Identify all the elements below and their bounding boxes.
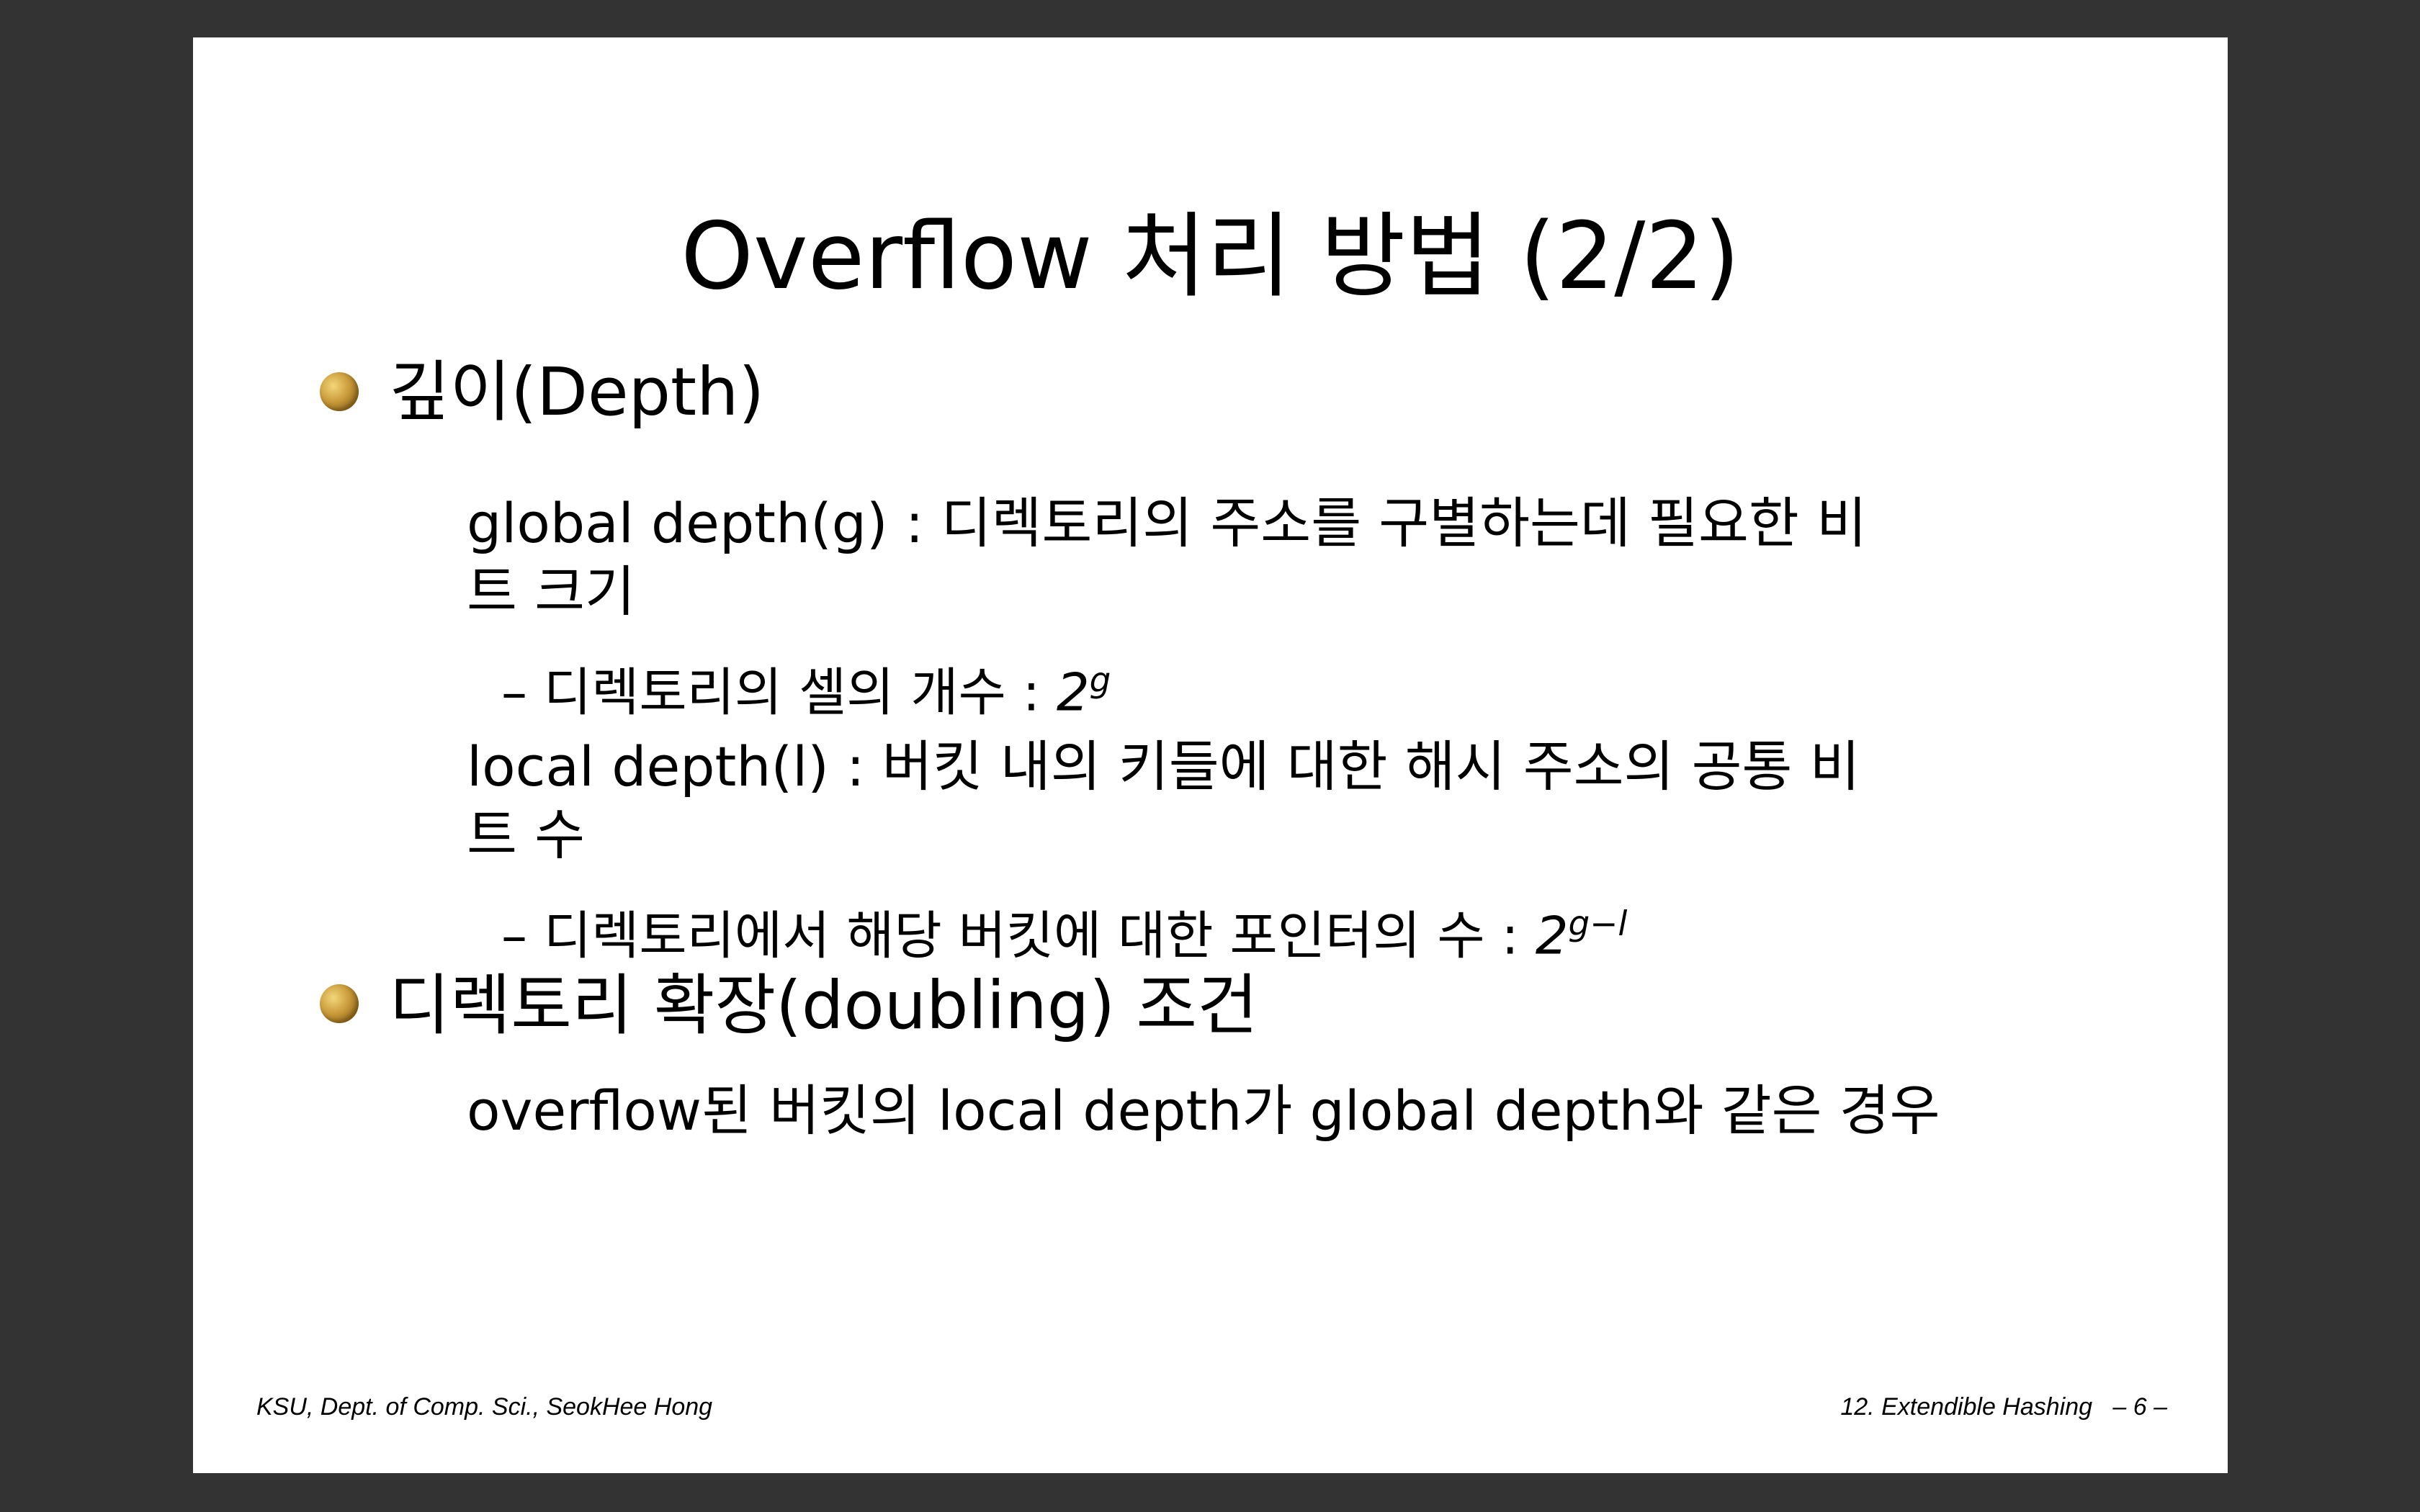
gold-sphere-bullet-icon (320, 984, 359, 1023)
math-exponent: g (1089, 662, 1111, 701)
math-base: 2 (1056, 662, 1090, 723)
global-depth-subitem: – 디렉토리의 셀의 개수 : 2g (501, 648, 1111, 726)
local-depth-line1: local depth(l) : 버킷 내의 키들에 대한 해시 주소의 공통 … (467, 734, 1860, 798)
slide: Overflow 처리 방법 (2/2) 깊이(Depth) global de… (193, 37, 2228, 1473)
slide-title: Overflow 처리 방법 (2/2) (681, 203, 1740, 310)
math-base: 2 (1535, 905, 1569, 966)
subitem-text: – 디렉토리에서 해당 버킷에 대한 포인터의 수 : (501, 905, 1536, 966)
bullet-heading-doubling: 디렉토리 확장(doubling) 조건 (389, 967, 1258, 1044)
doubling-condition-line: overflow된 버킷의 local depth가 global depth와… (467, 1079, 1940, 1143)
global-depth-line1: global depth(g) : 디렉토리의 주소를 구별하는데 필요한 비 (467, 491, 1867, 555)
math-exponent: g−l (1568, 905, 1628, 944)
global-depth-line2: 트 크기 (467, 559, 635, 624)
subitem-text: – 디렉토리의 셀의 개수 : (501, 662, 1057, 723)
footer-left: KSU, Dept. of Comp. Sci., SeokHee Hong (256, 1393, 713, 1421)
local-depth-line2: 트 수 (467, 803, 585, 867)
gold-sphere-bullet-icon (320, 372, 359, 411)
footer-right: 12. Extendible Hashing – 6 – (1840, 1393, 2167, 1421)
bullet-heading-depth: 깊이(Depth) (389, 354, 765, 431)
local-depth-subitem: – 디렉토리에서 해당 버킷에 대한 포인터의 수 : 2g−l (501, 891, 1627, 969)
